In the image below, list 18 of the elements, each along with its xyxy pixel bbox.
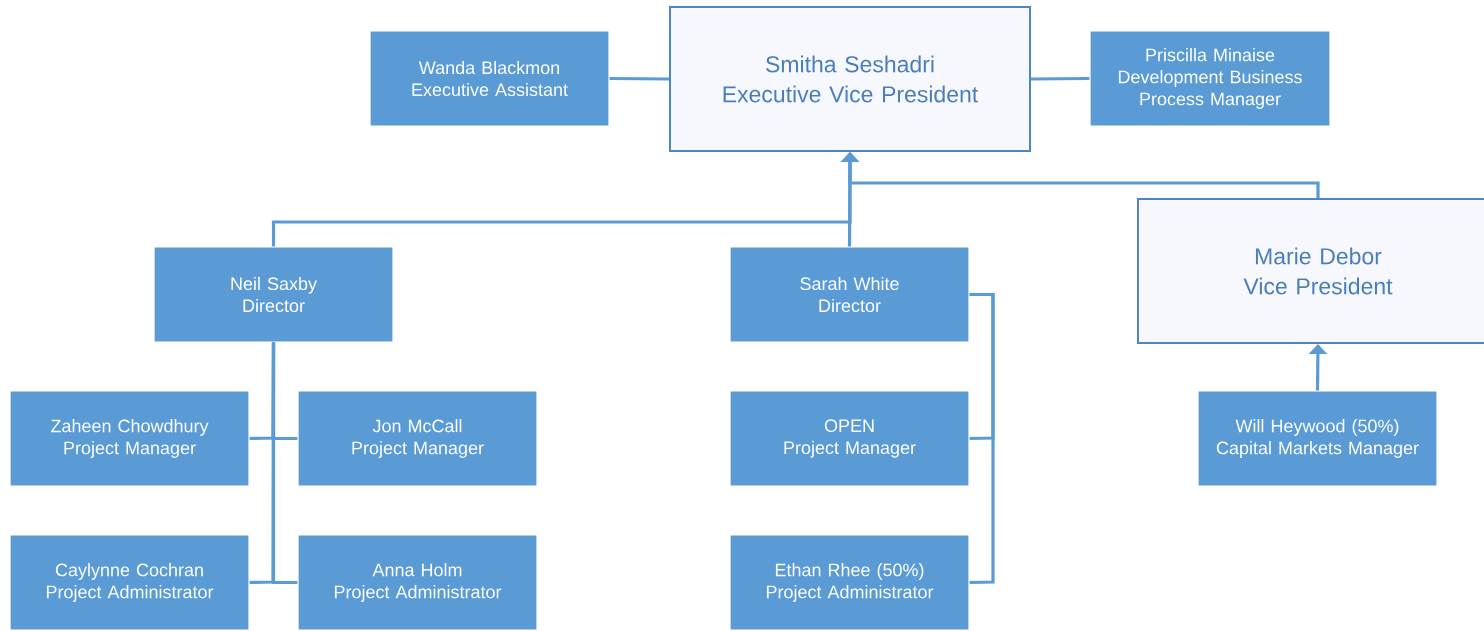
person-box: Caylynne Cochran Project Administrator bbox=[9, 534, 250, 631]
person-box: Sarah White Director bbox=[729, 246, 970, 343]
person-box: Jon McCall Project Manager bbox=[297, 390, 538, 487]
person-box: OPEN Project Manager bbox=[729, 390, 970, 487]
connector-line bbox=[1031, 76, 1090, 81]
person-box: Neil Saxby Director bbox=[153, 246, 394, 343]
connector-line bbox=[271, 342, 298, 585]
arrow bbox=[840, 152, 1320, 198]
leader-box: Marie Debor Vice President bbox=[1137, 198, 1484, 344]
person-box: Will Heywood (50%) Capital Markets Manager bbox=[1197, 390, 1438, 487]
person-box: Zaheen Chowdhury Project Manager bbox=[9, 390, 250, 487]
person-box: Wanda Blackmon Executive Assistant bbox=[369, 30, 610, 127]
person-box: Ethan Rhee (50%) Project Administrator bbox=[729, 534, 970, 631]
person-box: Anna Holm Project Administrator bbox=[297, 534, 538, 631]
connector-line bbox=[609, 76, 670, 81]
leader-box: Smitha Seshadri Executive Vice President bbox=[669, 6, 1031, 152]
connector-line bbox=[969, 292, 995, 585]
person-box: Priscilla Minaise Development Business Process Manager bbox=[1089, 30, 1331, 127]
